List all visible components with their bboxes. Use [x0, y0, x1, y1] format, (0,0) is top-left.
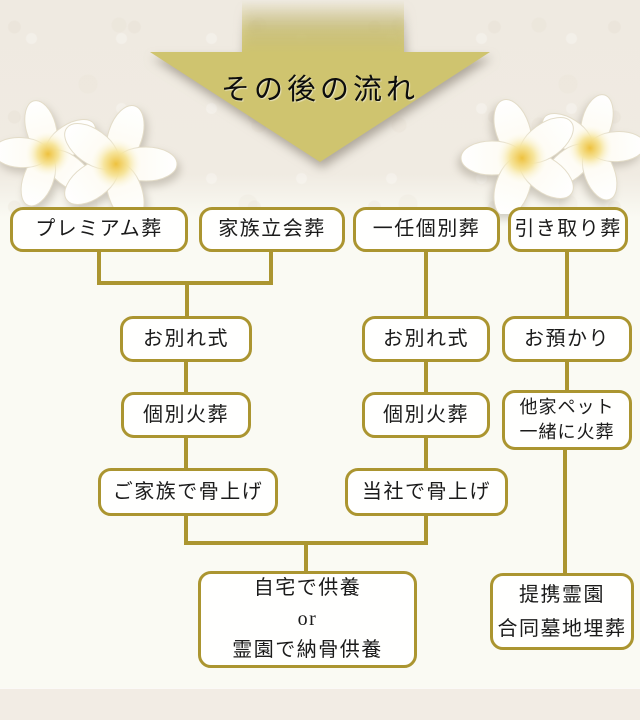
- flow-node-label: 一任個別葬: [372, 218, 481, 240]
- flow-node-custody: お預かり: [502, 316, 632, 362]
- flow-node-farewell-left: お別れ式: [120, 316, 252, 362]
- header-background: [0, 0, 640, 218]
- flow-node-label: 霊園で納骨供養: [232, 639, 383, 661]
- banner-title: その後の流れ: [220, 74, 419, 106]
- connector-line: [565, 250, 569, 316]
- flow-node-home-memorial: 自宅で供養 or 霊園で納骨供養: [198, 571, 417, 668]
- connector-line: [185, 283, 189, 316]
- flow-node-label: 引き取り葬: [514, 218, 622, 240]
- flow-node-label: 自宅で供養: [253, 577, 362, 599]
- flow-node-label: お別れ式: [143, 327, 229, 350]
- flow-node-farewell-mid: お別れ式: [362, 316, 490, 362]
- flow-node-premium: プレミアム葬: [10, 207, 188, 252]
- flow-node-label: お預かり: [524, 327, 610, 350]
- connector-line: [304, 543, 308, 571]
- connector-line: [424, 436, 428, 468]
- flow-node-label: 個別火葬: [143, 403, 229, 426]
- flow-node-individual-cremation-mid: 個別火葬: [362, 392, 490, 438]
- flow-node-label: 一緒に火葬: [519, 422, 615, 442]
- connector-line: [424, 250, 428, 316]
- flow-node-family-bone-pickup: ご家族で骨上げ: [98, 468, 278, 516]
- connector-line: [565, 360, 569, 390]
- connector-line: [269, 250, 273, 285]
- flow-node-label: or: [297, 608, 318, 630]
- flow-node-label: 当社で骨上げ: [362, 480, 491, 503]
- connector-line: [184, 360, 188, 392]
- flow-node-label: 合同墓地埋葬: [497, 617, 627, 640]
- connector-line: [424, 514, 428, 543]
- flow-node-label: プレミアム葬: [35, 218, 163, 240]
- flow-node-label: 家族立会葬: [218, 218, 326, 240]
- connector-line: [184, 436, 188, 468]
- flow-node-entrusted-individual: 一任個別葬: [353, 207, 500, 252]
- footer-background: [0, 688, 640, 720]
- connector-line: [97, 250, 101, 285]
- connector-line: [424, 360, 428, 392]
- flow-node-label: ご家族で骨上げ: [112, 480, 264, 503]
- flow-node-individual-cremation-left: 個別火葬: [121, 392, 251, 438]
- flow-node-label: お別れ式: [383, 327, 469, 350]
- connector-line: [563, 448, 567, 573]
- connector-line: [184, 514, 188, 543]
- flow-node-shared-cremation: 他家ペット 一緒に火葬: [502, 390, 632, 450]
- flow-node-pickup: 引き取り葬: [508, 207, 628, 252]
- flow-node-label: 個別火葬: [383, 403, 469, 426]
- flow-node-company-bone-pickup: 当社で骨上げ: [345, 468, 508, 516]
- flow-node-label: 他家ペット: [519, 396, 615, 417]
- flow-node-label: 提携霊園: [519, 583, 605, 606]
- flow-node-partner-cemetery: 提携霊園 合同墓地埋葬: [490, 573, 634, 650]
- flow-node-family-attend: 家族立会葬: [199, 207, 345, 252]
